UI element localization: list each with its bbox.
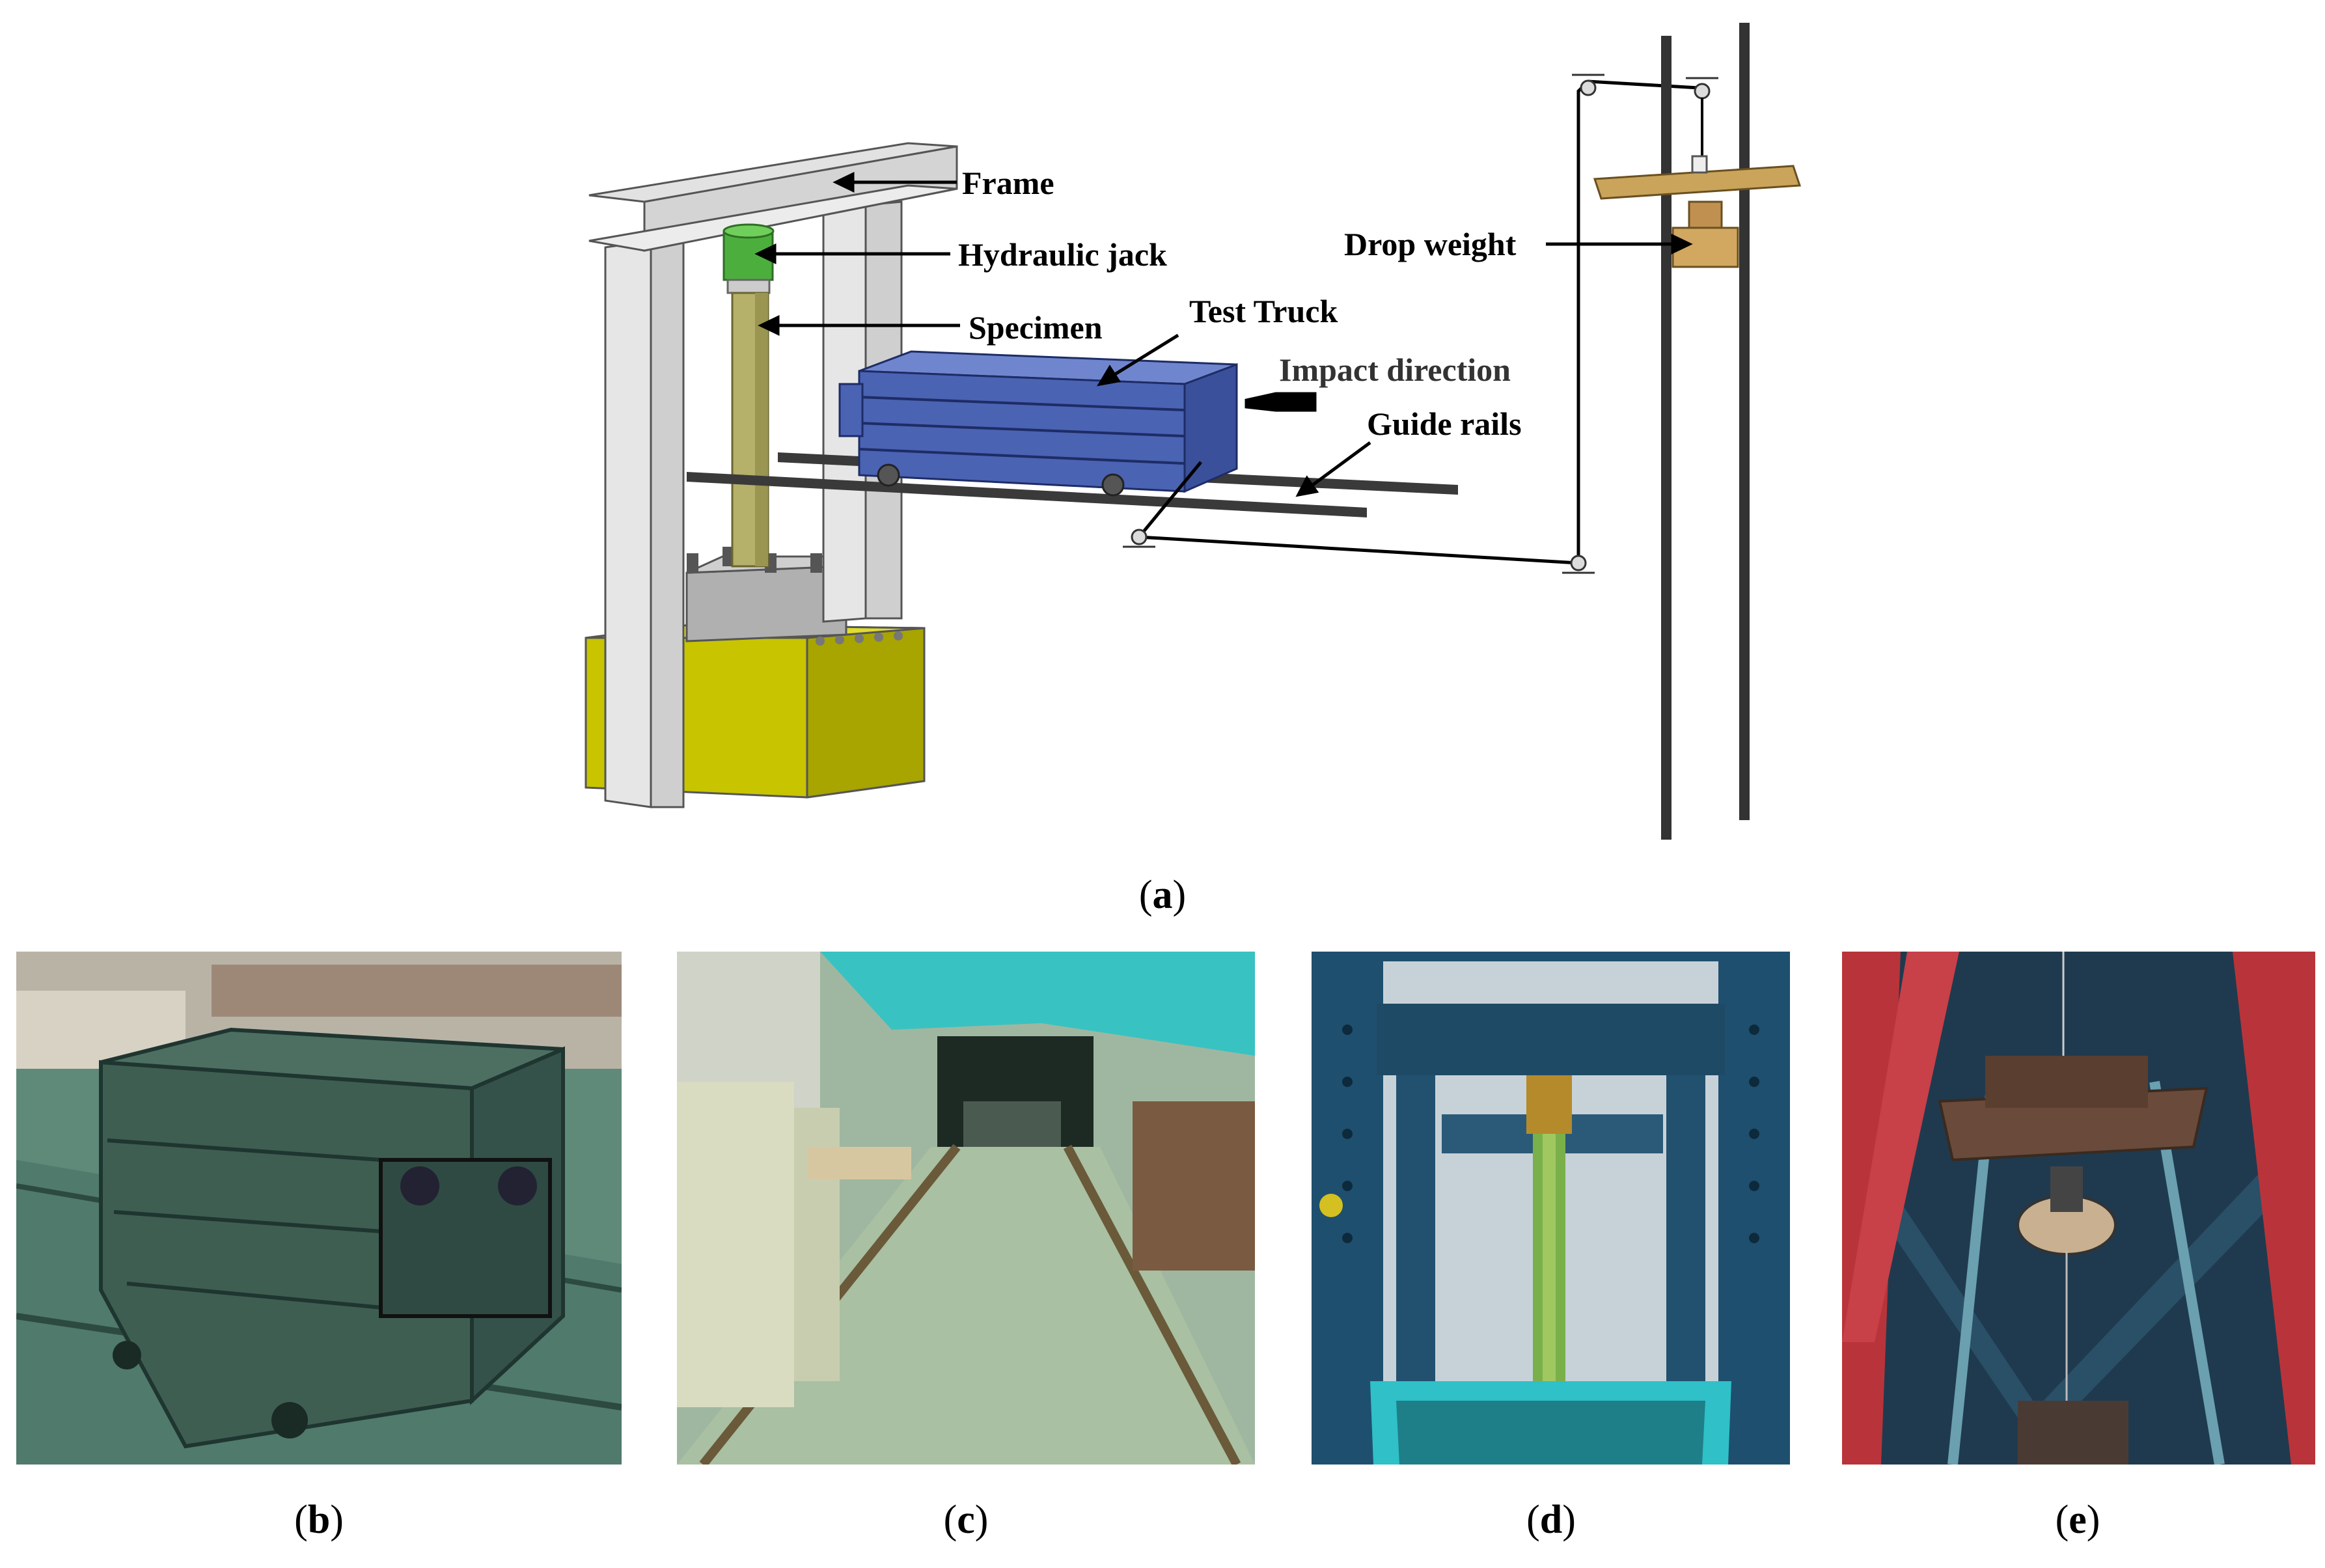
pulley-cable — [1135, 79, 1699, 565]
caption-a: (a) — [1138, 873, 1187, 917]
caption-d: (d) — [1526, 1498, 1576, 1542]
photo-d-frame-specimen — [1312, 952, 1790, 1465]
caption-b: (b) — [294, 1498, 344, 1542]
panel-a-schematic: Frame Hydraulic jack Specimen Test Truck… — [585, 23, 1802, 840]
label-frame: Frame — [962, 165, 1054, 201]
label-test-truck: Test Truck — [1189, 293, 1338, 329]
test-truck — [838, 350, 1238, 497]
drop-weight-tower — [1593, 23, 1802, 840]
pulleys — [1123, 74, 1718, 574]
label-specimen: Specimen — [969, 309, 1103, 346]
photo-e-drop-weight — [1842, 952, 2315, 1465]
label-hydraulic-jack: Hydraulic jack — [958, 236, 1167, 273]
label-arrows — [754, 172, 1693, 497]
specimen-column — [731, 292, 769, 568]
photo-c-guide-rails — [677, 952, 1255, 1465]
label-drop-weight: Drop weight — [1344, 226, 1517, 262]
caption-c: (c) — [943, 1498, 989, 1542]
photo-b-test-truck — [16, 952, 622, 1465]
caption-e: (e) — [2055, 1498, 2100, 1542]
label-guide-rails: Guide rails — [1367, 406, 1522, 442]
label-impact-direction: Impact direction — [1279, 351, 1511, 388]
hydraulic-jack — [722, 223, 775, 294]
